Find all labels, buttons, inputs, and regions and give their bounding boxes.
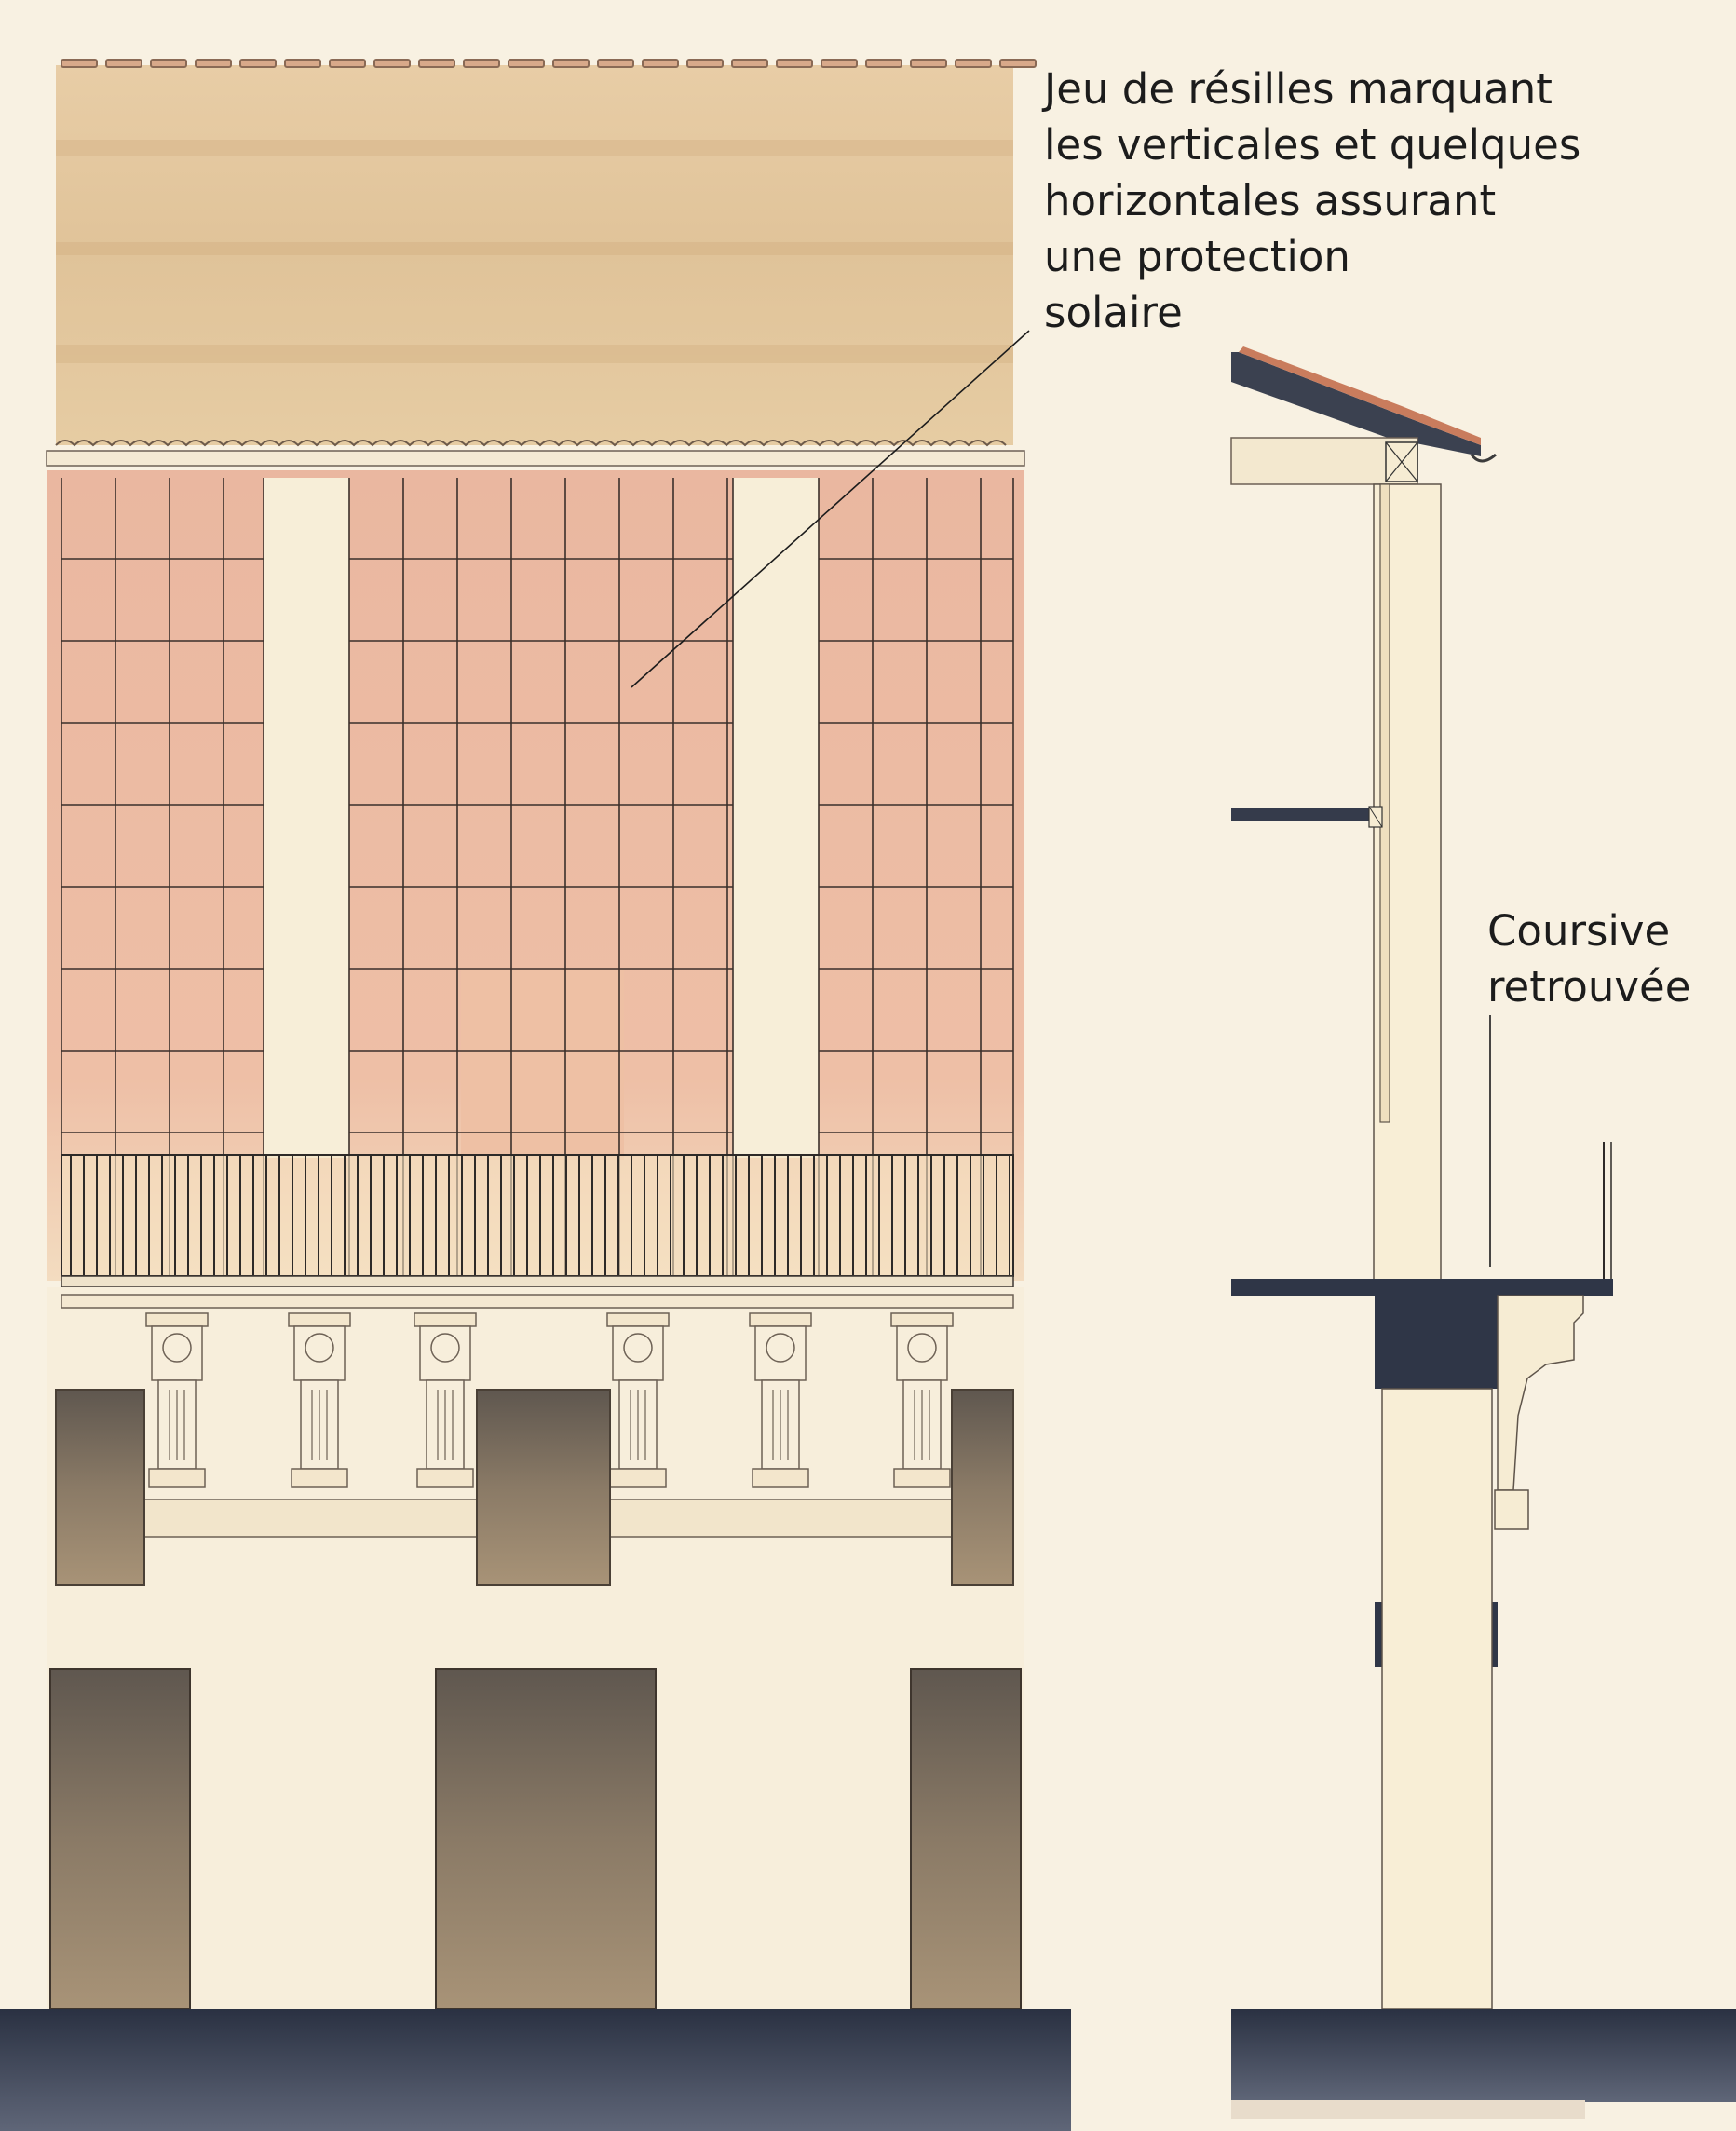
section-roof-tiles [1239, 346, 1481, 445]
opening-upper-right [951, 1389, 1014, 1586]
ground [0, 2009, 1071, 2131]
cornice [46, 450, 1025, 467]
pillars [145, 1312, 954, 1488]
coursive-slab [1231, 1279, 1613, 1296]
section-detail [1230, 346, 1736, 2119]
annotation-coursive-line2: retrouvée [1487, 962, 1691, 1011]
section-roof [1231, 352, 1481, 456]
gutter-icon [1470, 453, 1497, 463]
annotation-resilles-line5: solaire [1044, 288, 1183, 337]
leader-line-resilles [631, 330, 1030, 688]
annotation-resilles-line4: une protection [1044, 232, 1350, 281]
bracket-drop [1494, 1489, 1529, 1530]
annotation-resilles-line2: les verticales et quelques [1044, 120, 1581, 170]
sunscreen-lattice [61, 478, 1014, 1276]
roof [56, 65, 1013, 445]
central-panel [461, 969, 624, 1160]
balcony-railing [61, 1154, 1014, 1277]
eave-tiles [55, 440, 1007, 447]
opening-upper-center [476, 1389, 611, 1586]
pilaster-left [264, 478, 349, 1158]
section-ground [1231, 2009, 1736, 2102]
door-left [49, 1668, 191, 2010]
facade-elevation [0, 59, 1071, 2131]
balcony-slab [61, 1275, 1014, 1288]
roof-wash-bands [56, 140, 1013, 363]
annotation-coursive: Coursive retrouvée [1487, 903, 1690, 1015]
opening-upper-left [55, 1389, 145, 1586]
ridge-tiles [61, 59, 1037, 68]
door-center [435, 1668, 657, 2010]
annotation-resilles-line1: Jeu de résilles marquant [1044, 64, 1553, 114]
upper-slab [1231, 808, 1371, 821]
annotation-coursive-line1: Coursive [1487, 906, 1671, 956]
railing-bars [70, 1155, 1010, 1276]
annotation-resilles: Jeu de résilles marquant les verticales … [1044, 61, 1580, 341]
pilaster-right [733, 478, 819, 1158]
beam-upper [1375, 1296, 1498, 1389]
section-screen-strip [1379, 483, 1390, 1123]
string-course [61, 1294, 1014, 1309]
lower-column [1381, 1388, 1493, 2010]
bracket [1497, 1295, 1584, 1491]
door-right [910, 1668, 1022, 2010]
annotation-resilles-line3: horizontales assurant [1044, 176, 1497, 225]
